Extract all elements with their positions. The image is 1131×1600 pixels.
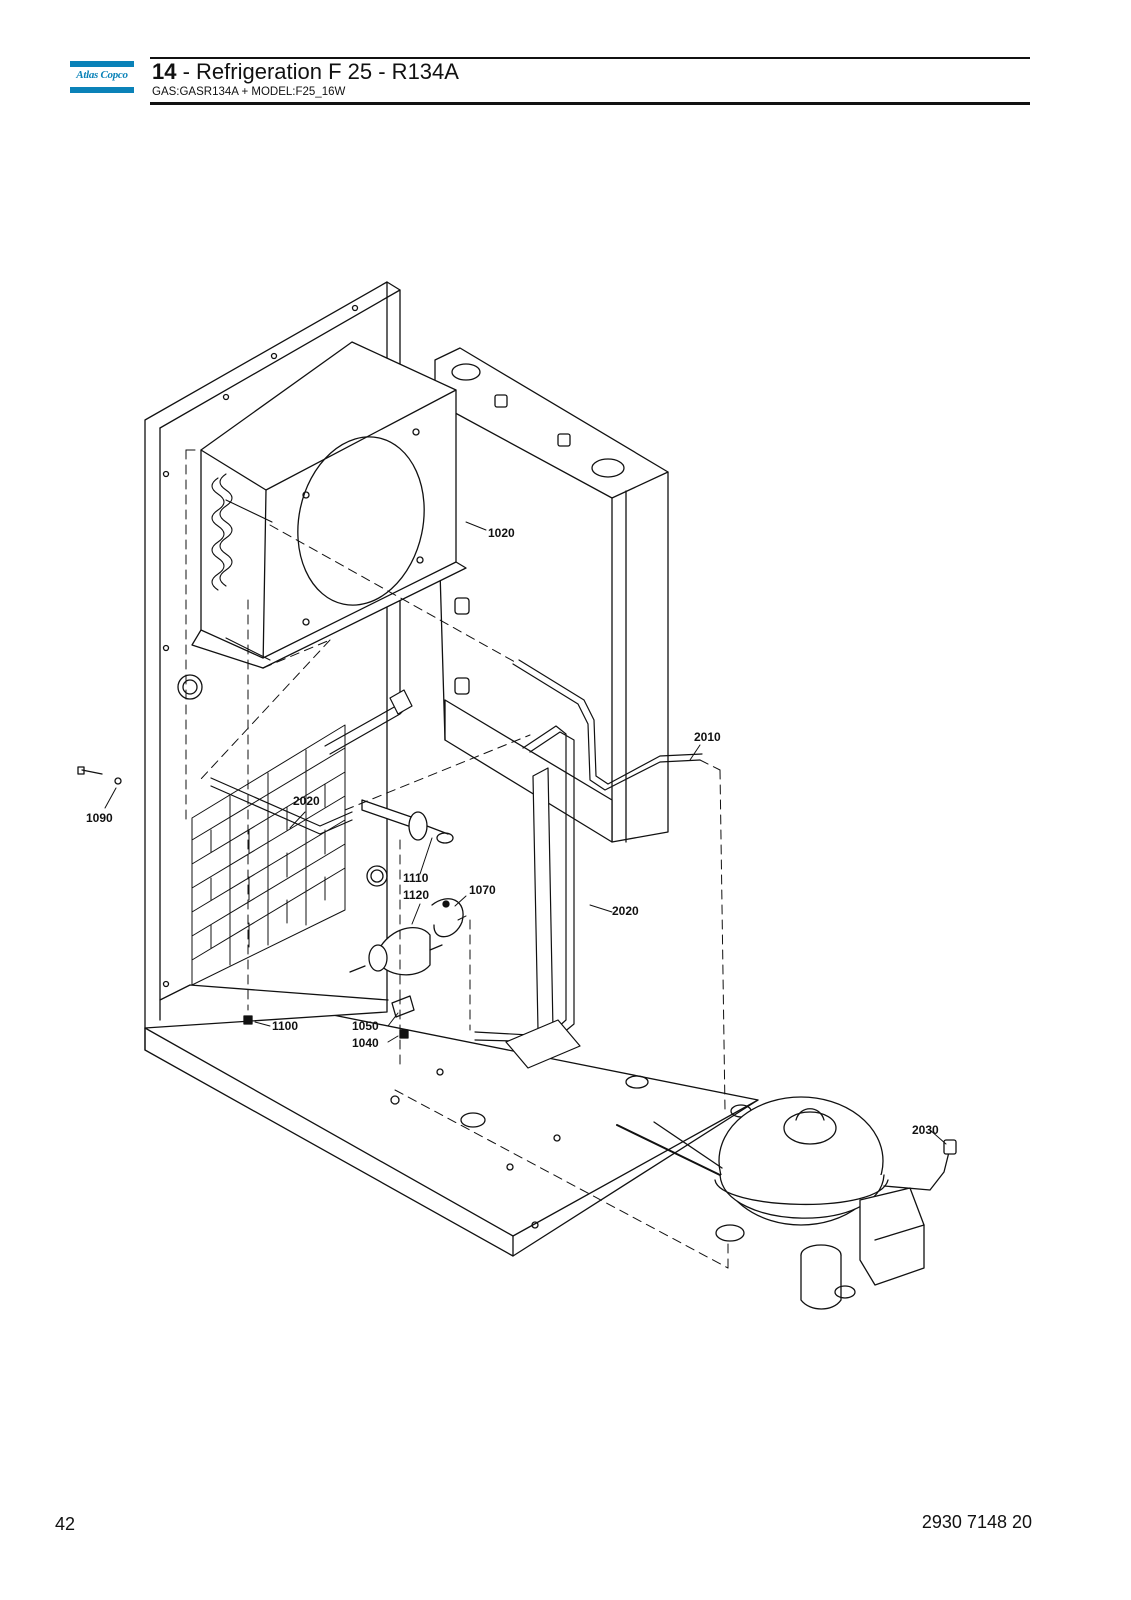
filter-1120 bbox=[349, 927, 443, 976]
callout-leaders bbox=[104, 521, 947, 1145]
filter-drier-1110 bbox=[361, 799, 454, 844]
assembly-leader-lines bbox=[185, 449, 729, 1269]
compressor bbox=[616, 1096, 957, 1310]
callout-2020-upper: 2020 bbox=[293, 794, 320, 808]
logo-wordmark: Atlas Copco bbox=[76, 69, 128, 81]
condenser-assembly bbox=[191, 341, 467, 669]
callout-1020: 1020 bbox=[488, 526, 515, 540]
section-title: Refrigeration F 25 - R134A bbox=[196, 59, 459, 84]
logo-top-bar bbox=[70, 61, 134, 67]
callout-1100: 1100 bbox=[272, 1019, 298, 1033]
pipe-2020-main bbox=[474, 725, 581, 1069]
callout-1120: 1120 bbox=[403, 888, 429, 902]
document-number: 2930 7148 20 bbox=[921, 1512, 1032, 1532]
callout-labels: 1020 2010 2020 1090 1110 1120 1070 2020 … bbox=[86, 526, 939, 1137]
clamp-1050 bbox=[243, 995, 415, 1039]
base-plate bbox=[144, 994, 759, 1257]
callout-2010: 2010 bbox=[694, 730, 721, 744]
section-number: 14 bbox=[152, 59, 177, 84]
heat-exchanger-tank bbox=[434, 347, 669, 843]
page-title: 14 - Refrigeration F 25 - R134A bbox=[152, 59, 459, 85]
callout-2020-main: 2020 bbox=[612, 904, 639, 918]
callout-2030: 2030 bbox=[912, 1123, 939, 1137]
page-number: 42 bbox=[55, 1514, 76, 1534]
ring-1070 bbox=[431, 898, 464, 938]
atlas-copco-logo: Atlas Copco bbox=[70, 61, 134, 95]
callout-1110: 1110 bbox=[403, 871, 429, 885]
pipe-2020-upper bbox=[210, 689, 413, 835]
callout-1070: 1070 bbox=[469, 883, 496, 897]
page-subtitle: GAS:GASR134A + MODEL:F25_16W bbox=[152, 86, 346, 98]
header-top-rule bbox=[150, 57, 1030, 59]
callout-1090: 1090 bbox=[86, 811, 113, 825]
bolt-1090 bbox=[77, 766, 122, 785]
callout-1050: 1050 bbox=[352, 1019, 379, 1033]
pipe-2010 bbox=[512, 659, 703, 791]
callout-1040: 1040 bbox=[352, 1036, 379, 1050]
logo-bottom-bar bbox=[70, 87, 134, 93]
title-separator: - bbox=[176, 59, 197, 84]
header-bottom-rule bbox=[150, 102, 1030, 105]
